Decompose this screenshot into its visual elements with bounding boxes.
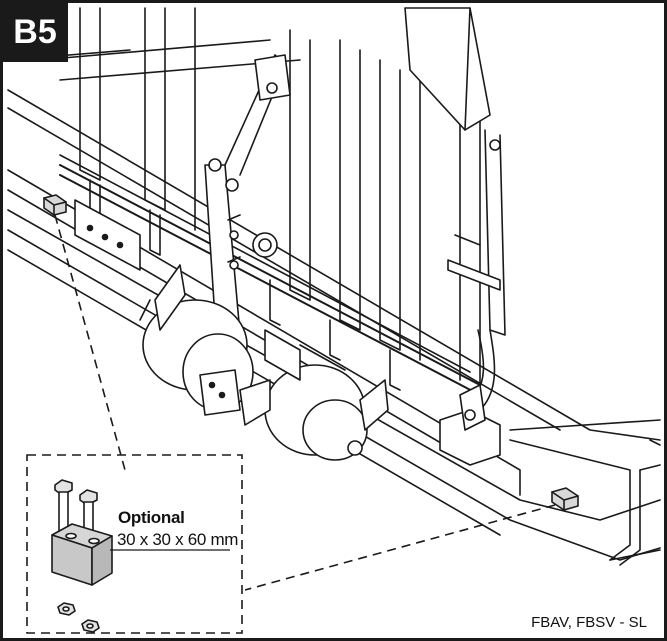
rail-stop-left xyxy=(43,194,67,216)
spacer-block-icon xyxy=(51,523,113,586)
left-roller xyxy=(139,264,254,416)
foot-bracket xyxy=(439,384,501,466)
step-badge: B5 xyxy=(2,2,68,62)
optional-kit-detail xyxy=(51,479,230,633)
gate-panels xyxy=(79,7,481,401)
rail-stop-right xyxy=(551,487,579,511)
callout-box xyxy=(26,454,243,634)
optional-dimensions: 30 x 30 x 60 mm xyxy=(117,530,239,549)
rack-brackets xyxy=(89,179,401,391)
guide-rod xyxy=(447,129,506,411)
nut-left-icon xyxy=(57,602,76,616)
right-roller xyxy=(239,329,389,461)
optional-title: Optional xyxy=(118,508,185,527)
nut-right-icon xyxy=(81,619,100,633)
bottom-rail xyxy=(509,419,661,566)
pivot-assembly xyxy=(227,214,278,270)
callout-lines xyxy=(26,214,556,634)
model-label: FBAV, FBSV - SL xyxy=(531,614,647,631)
